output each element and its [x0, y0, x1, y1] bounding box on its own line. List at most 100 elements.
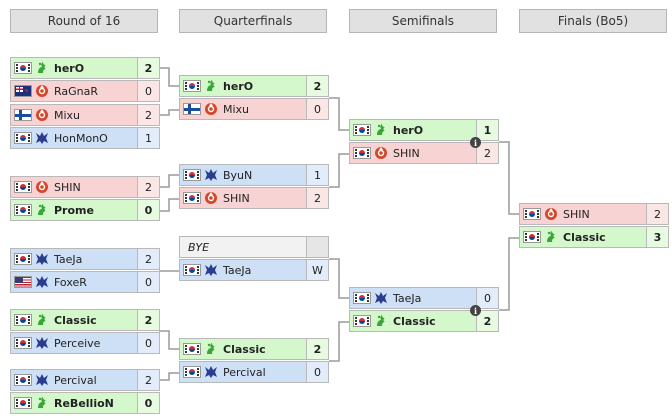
player-row[interactable]: TaeJa 2 — [10, 248, 160, 270]
flag-us-icon — [14, 276, 32, 288]
player-row[interactable]: Classic 2 — [10, 309, 160, 331]
player-score: 1 — [476, 120, 498, 140]
player-row[interactable]: Mixu 2 — [10, 104, 160, 126]
player-name[interactable]: Percival — [223, 365, 266, 379]
player-row[interactable]: herO 1 — [349, 119, 499, 141]
player-row[interactable]: TaeJa 0 — [349, 287, 499, 309]
terran-race-icon — [35, 252, 49, 266]
player-name[interactable]: TaeJa — [393, 291, 422, 305]
header-quarterfinals: Quarterfinals — [179, 9, 327, 33]
player-name[interactable]: TaeJa — [223, 263, 252, 277]
player-score: 0 — [137, 200, 159, 220]
terran-race-icon — [204, 365, 218, 379]
flag-kr-icon — [14, 374, 32, 386]
player-name[interactable]: Percival — [54, 373, 97, 387]
player-score: 2 — [137, 105, 159, 125]
match-info-icon[interactable]: i — [470, 137, 481, 148]
player-score: 2 — [476, 311, 498, 331]
flag-kr-icon — [14, 314, 32, 326]
flag-kr-icon — [523, 231, 541, 243]
player-name[interactable]: Classic — [563, 230, 606, 244]
player-name[interactable]: ReBellioN — [54, 396, 114, 410]
player-row[interactable]: herO 2 — [10, 57, 160, 79]
player-name[interactable]: Mixu — [54, 108, 81, 122]
flag-kr-icon — [183, 80, 201, 92]
player-name[interactable]: TaeJa — [54, 252, 83, 266]
player-cell: SHIN — [350, 143, 476, 163]
player-score: 2 — [137, 370, 159, 390]
flag-kr-icon — [183, 264, 201, 276]
player-name[interactable]: SHIN — [563, 207, 590, 221]
player-row[interactable]: herO 2 — [179, 75, 329, 97]
player-score: 2 — [306, 76, 328, 96]
player-score: 2 — [137, 58, 159, 78]
player-cell: FoxeR — [11, 272, 137, 292]
flag-fi-icon — [14, 109, 32, 121]
player-name[interactable]: RaGnaR — [54, 84, 99, 98]
player-name[interactable]: Mixu — [223, 102, 250, 116]
player-name[interactable]: SHIN — [393, 146, 420, 160]
zerg-race-icon — [35, 61, 49, 75]
player-score: W — [306, 260, 328, 280]
player-cell: SHIN — [180, 188, 306, 208]
player-row[interactable]: TaeJa W — [179, 259, 329, 281]
player-cell: RaGnaR — [11, 81, 137, 101]
player-name[interactable]: HonMonO — [54, 131, 108, 145]
player-name[interactable]: Classic — [393, 314, 436, 328]
player-name[interactable]: SHIN — [54, 180, 81, 194]
zerg-race-icon — [374, 314, 388, 328]
player-cell: Perceive — [11, 333, 137, 353]
player-name[interactable]: Perceive — [54, 336, 101, 350]
player-cell: SHIN — [11, 177, 137, 197]
flag-kr-icon — [183, 169, 201, 181]
player-name[interactable]: herO — [54, 61, 85, 75]
player-score: 2 — [137, 177, 159, 197]
bye-slot[interactable]: BYE — [179, 236, 329, 258]
zerg-race-icon — [35, 313, 49, 327]
player-row[interactable]: Prome 0 — [10, 199, 160, 221]
flag-kr-icon — [353, 315, 371, 327]
player-name[interactable]: BYE — [188, 240, 210, 254]
player-cell: Percival — [180, 362, 306, 382]
player-score: 1 — [137, 128, 159, 148]
player-row[interactable]: Classic 2 — [179, 338, 329, 360]
player-name[interactable]: herO — [393, 123, 424, 137]
player-row[interactable]: HonMonO 1 — [10, 127, 160, 149]
player-cell: SHIN — [520, 204, 646, 224]
player-name[interactable]: Classic — [54, 313, 97, 327]
protoss-race-icon — [204, 102, 218, 116]
player-score: 0 — [476, 288, 498, 308]
player-cell: Classic — [520, 227, 646, 247]
flag-kr-icon — [14, 181, 32, 193]
player-name[interactable]: herO — [223, 79, 254, 93]
player-cell: Mixu — [11, 105, 137, 125]
player-name[interactable]: Classic — [223, 342, 266, 356]
player-name[interactable]: SHIN — [223, 191, 250, 205]
flag-kr-icon — [183, 366, 201, 378]
player-name[interactable]: ByuN — [223, 168, 253, 182]
player-row[interactable]: SHIN 2 — [10, 176, 160, 198]
match-info-icon[interactable]: i — [470, 305, 481, 316]
player-score: 2 — [137, 310, 159, 330]
zerg-race-icon — [35, 203, 49, 217]
flag-kr-icon — [183, 343, 201, 355]
player-score: 2 — [137, 249, 159, 269]
player-row[interactable]: Classic 2 — [349, 310, 499, 332]
player-name[interactable]: Prome — [54, 203, 94, 217]
player-name[interactable]: FoxeR — [54, 275, 87, 289]
flag-kr-icon — [353, 124, 371, 136]
player-row[interactable]: Percival 2 — [10, 369, 160, 391]
player-score: 2 — [306, 339, 328, 359]
